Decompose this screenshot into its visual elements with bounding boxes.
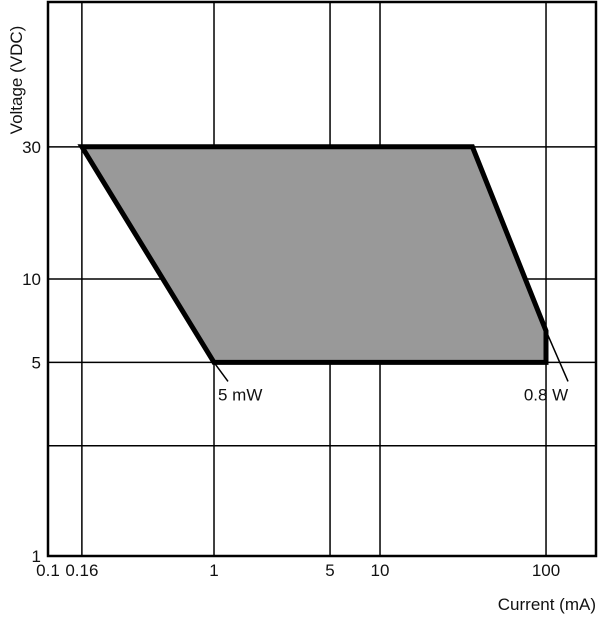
operating-region (77, 144, 549, 365)
y-tick-label: 10 (22, 270, 41, 289)
annotation-leader-line (213, 361, 229, 382)
annotation-leader-line (545, 330, 569, 382)
x-tick-label: 5 (325, 561, 334, 580)
plot-frame (46, 0, 598, 558)
annotations: 5 mW 0.8 W (213, 330, 569, 404)
x-tick-label: 100 (532, 561, 560, 580)
x-tick-label: 0.1 (36, 561, 60, 580)
annotation-label: 0.8 W (524, 385, 568, 404)
plot-border (46, 0, 598, 558)
y-tick-label: 5 (32, 353, 41, 372)
x-axis-title: Current (mA) (498, 595, 596, 614)
y-tick-labels: 1 5 10 30 (22, 138, 41, 566)
y-axis-title: Voltage (VDC) (7, 26, 26, 135)
annotation-label: 5 mW (218, 385, 262, 404)
x-tick-label: 1 (209, 561, 218, 580)
y-tick-label: 1 (32, 547, 41, 566)
y-tick-label: 30 (22, 138, 41, 157)
x-tick-label: 0.16 (65, 561, 98, 580)
operating-region-layer (77, 144, 549, 365)
x-tick-label: 10 (371, 561, 390, 580)
x-tick-labels: 0.1 0.16 1 5 10 100 (36, 561, 560, 580)
